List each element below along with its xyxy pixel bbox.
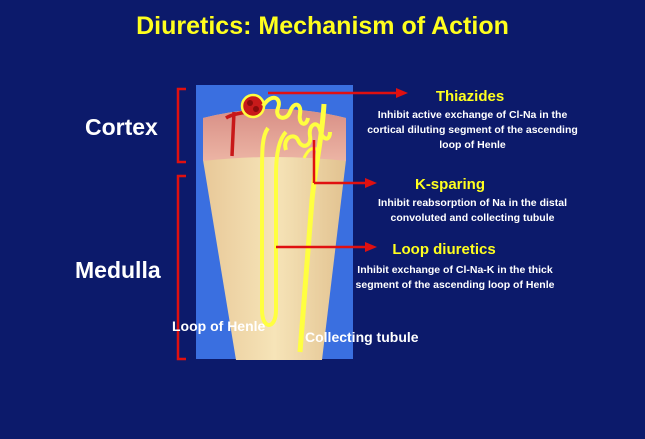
k-sparing-name: K-sparing xyxy=(414,176,485,193)
collecting-tubule-label: Collecting tubule xyxy=(305,329,419,345)
loop-of-henle xyxy=(260,126,288,327)
glomerulus-capillary xyxy=(253,106,259,112)
loop-diuretics-name: Loop diuretics xyxy=(392,241,496,258)
thiazides-name: Thiazides xyxy=(435,88,505,105)
k-sparing-description: Inhibit reabsorption of Na in the distal… xyxy=(377,197,567,224)
glomerulus xyxy=(240,93,266,119)
medulla-label: Medulla xyxy=(75,257,161,283)
proximal-convoluted-tubule xyxy=(261,95,310,126)
cortex-label: Cortex xyxy=(85,114,158,140)
collecting-tubule xyxy=(297,103,327,353)
collecting-tubule-branch xyxy=(302,146,319,159)
thiazides-arrowhead xyxy=(396,88,408,98)
slide-title: Diuretics: Mechanism of Action xyxy=(136,12,509,40)
medulla-bracket xyxy=(176,174,186,361)
loop-diuretics-description: Inhibit exchange of Cl-Na-K in the thick… xyxy=(355,264,555,291)
loop-diuretics-arrowhead xyxy=(365,242,377,252)
thiazides-description: Inhibit active exchange of Cl-Na in the … xyxy=(367,109,578,151)
k-sparing-arrowhead xyxy=(365,178,377,188)
loop-of-henle-label: Loop of Henle xyxy=(172,318,266,334)
glomerulus-capillary xyxy=(247,100,253,106)
cortex-bracket xyxy=(176,87,186,164)
